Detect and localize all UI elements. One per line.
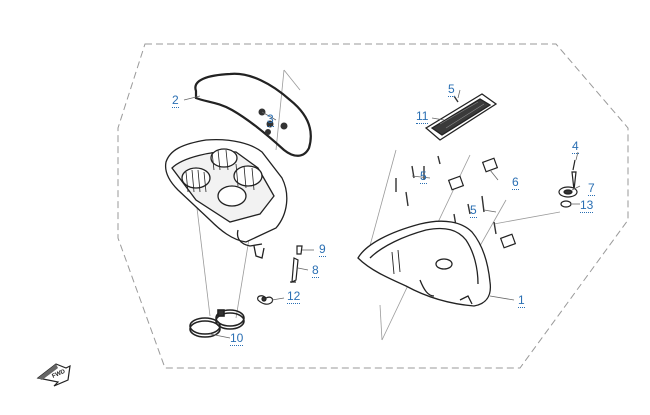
- callout-part-7[interactable]: 7: [588, 181, 595, 196]
- callout-part-4[interactable]: 4: [572, 139, 579, 154]
- callout-part-8[interactable]: 8: [312, 263, 319, 278]
- callout-part-3[interactable]: 3: [267, 112, 274, 127]
- bolt-group-3: [258, 108, 288, 135]
- callout-part-5-lower[interactable]: 5: [470, 203, 477, 218]
- lower-housing-part-1: [357, 220, 492, 307]
- drain-hardware: [257, 245, 303, 305]
- bolt-group-5: [395, 95, 497, 235]
- leader-lines: [183, 89, 581, 339]
- assembly-boundary: [117, 43, 629, 369]
- callout-part-11[interactable]: 11: [416, 109, 429, 124]
- upper-housing-part: [164, 138, 288, 259]
- gasket-part: [194, 72, 312, 157]
- callout-part-5-middle[interactable]: 5: [420, 169, 427, 184]
- callout-part-12[interactable]: 12: [287, 289, 301, 304]
- callout-part-2[interactable]: 2: [172, 93, 179, 108]
- clamp-part-10: [189, 309, 245, 338]
- callout-part-5-top[interactable]: 5: [448, 82, 455, 97]
- filter-screen-part-11: [424, 93, 498, 141]
- callout-part-10[interactable]: 10: [230, 331, 244, 346]
- grommet-part-6: [447, 157, 517, 249]
- callout-part-13[interactable]: 13: [580, 198, 594, 213]
- callout-part-1[interactable]: 1: [518, 293, 525, 308]
- callout-part-9[interactable]: 9: [319, 242, 326, 257]
- forward-arrow-icon: FWD: [36, 363, 71, 387]
- sensor-part-7: [558, 159, 578, 208]
- callout-part-6[interactable]: 6: [512, 175, 519, 190]
- forward-badge-text: FWD: [51, 369, 67, 380]
